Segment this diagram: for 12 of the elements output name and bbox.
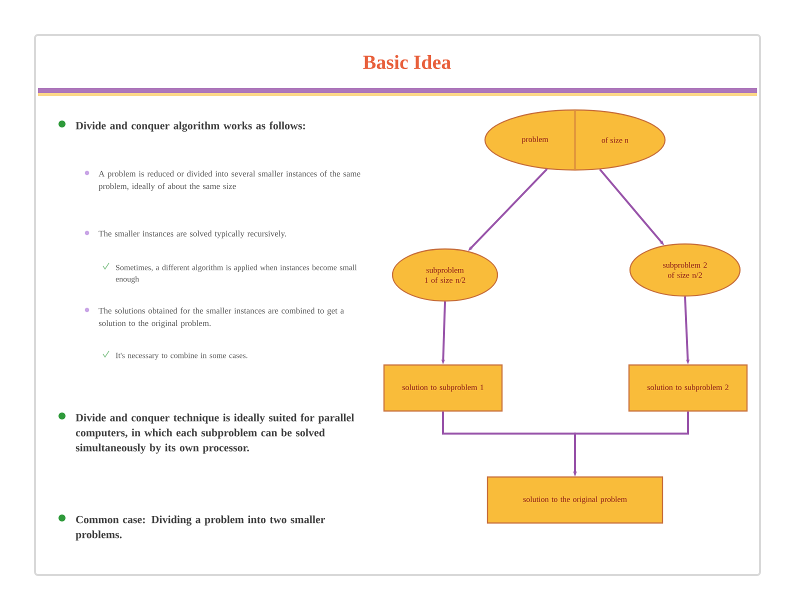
process-box: solution to subproblem 1 (383, 364, 503, 412)
slide-title: Basic Idea (363, 54, 451, 70)
bullet-text: It's necessary to combine in some cases. (116, 352, 248, 360)
process-box: solution to subproblem 2 (628, 364, 748, 412)
bullet-text: The smaller instances are solved typically recursively. (98, 230, 286, 238)
bullet-text: A problem is reduced or divided into several smaller instances of the same problem, ideally of about the same size (98, 170, 360, 191)
bullet-text: Common case: Dividing a problem into two smaller problems. (76, 516, 326, 540)
bullet-text: Divide and conquer algorithm works as follows: (76, 122, 305, 132)
process-box: solution to the original problem (486, 476, 664, 524)
bullet-text: Divide and conquer technique is ideally suited for parallel computers, in which each subproblem can be solved simultaneously by its own processor. (76, 414, 354, 454)
bullet-text: The solutions obtained for the smaller instances are combined to get a solution to the original problem. (98, 308, 344, 328)
bullet-text: Sometimes, a different algorithm is applied when instances become small enough (116, 264, 357, 284)
